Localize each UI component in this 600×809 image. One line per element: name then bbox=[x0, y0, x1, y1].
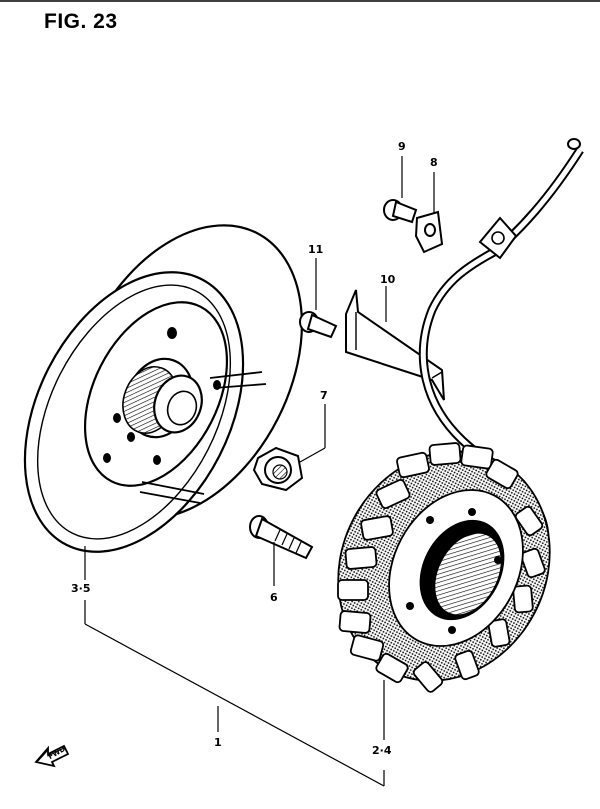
callout-6: 6 bbox=[270, 591, 278, 604]
front-direction-arrow-icon bbox=[34, 744, 70, 768]
callout-7: 7 bbox=[320, 389, 328, 402]
callout-10: 10 bbox=[380, 273, 396, 286]
guide-plate bbox=[345, 289, 445, 401]
leader-lines bbox=[84, 156, 435, 787]
figure-title: FIG. 23 bbox=[44, 10, 118, 33]
callout-3-5: 3·5 bbox=[71, 582, 91, 595]
stator-coil bbox=[337, 442, 551, 693]
nut bbox=[252, 446, 304, 492]
flywheel-rotor bbox=[23, 224, 304, 553]
lead-clamp bbox=[414, 210, 444, 254]
screw-11 bbox=[299, 311, 338, 339]
callout-1: 1 bbox=[214, 736, 222, 749]
screw-9 bbox=[383, 199, 418, 224]
callout-11: 11 bbox=[308, 243, 324, 256]
callout-8: 8 bbox=[430, 156, 438, 169]
long-bolt bbox=[249, 515, 314, 560]
callout-9: 9 bbox=[398, 140, 406, 153]
callout-2-4: 2·4 bbox=[372, 744, 392, 757]
